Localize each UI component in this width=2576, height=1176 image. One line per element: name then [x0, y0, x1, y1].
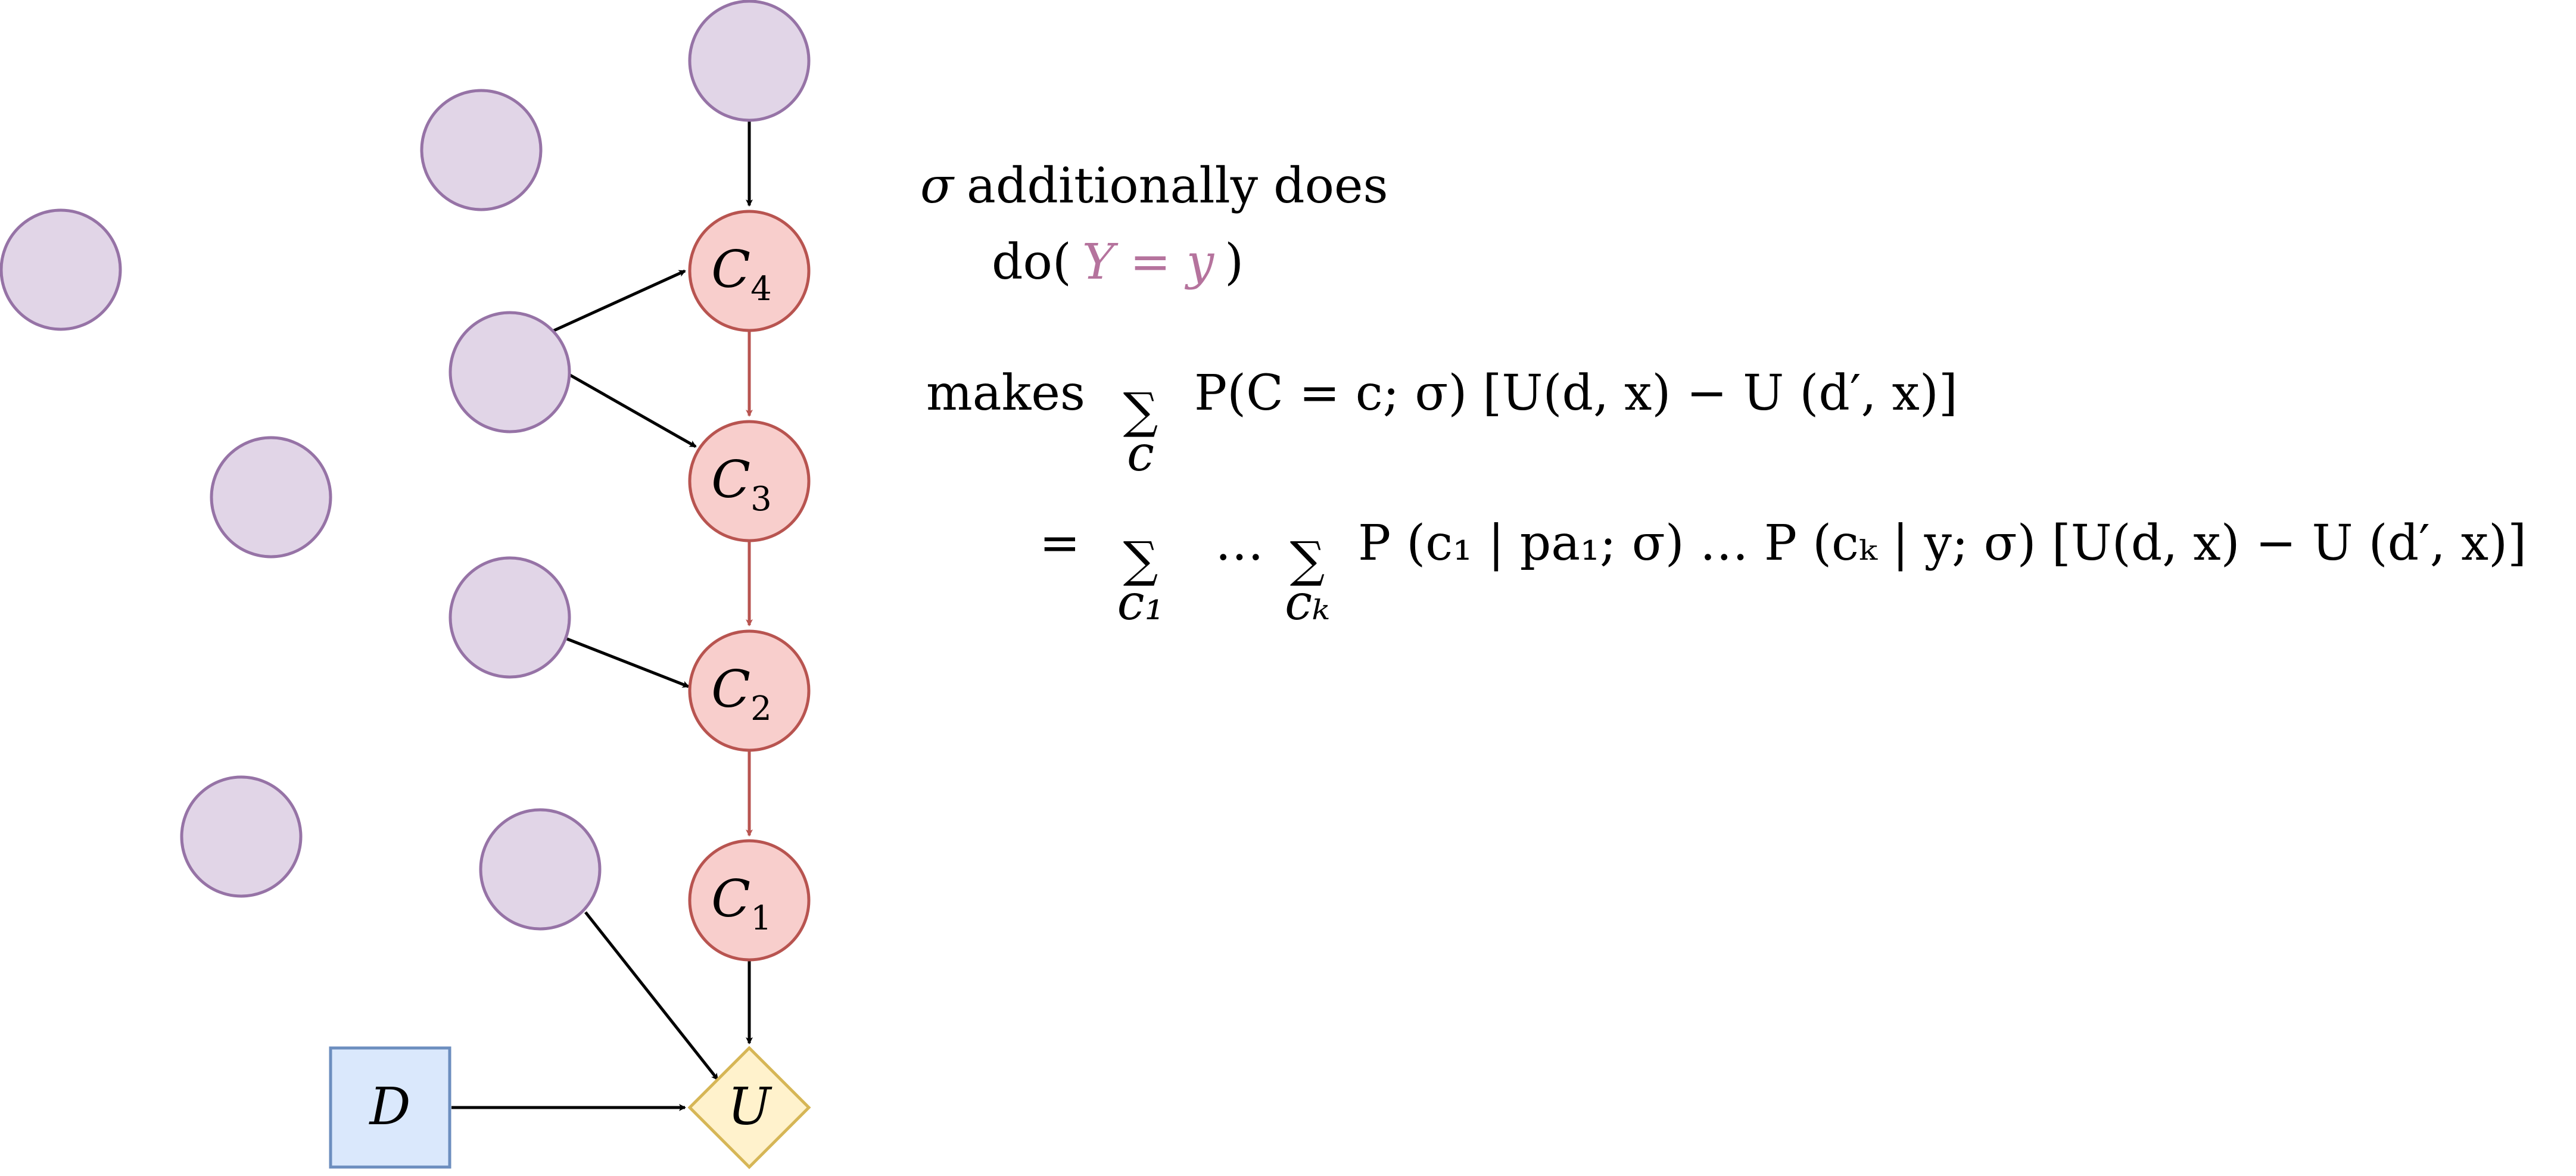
context-node-lower-left [180, 775, 303, 898]
node-c2: C2 [688, 629, 811, 752]
equation-line2-body: P (c₁ | pa₁; σ) … P (cₖ | y; σ) [U(d, x)… [1358, 515, 2527, 572]
sum-sign-2: ∑ [1123, 532, 1158, 588]
edge-context-to-c2 [566, 637, 690, 688]
svg-text:C1: C1 [711, 869, 771, 938]
svg-text:C2: C2 [711, 660, 771, 728]
edges [451, 120, 753, 1111]
node-c4: C4 [688, 210, 811, 332]
context-node-left-middle [210, 436, 332, 559]
context-node-parent-c2 [448, 556, 571, 679]
decision-node: D [329, 1046, 451, 1169]
edge-context-to-utility [584, 911, 719, 1081]
equation-line1-body: P(C = c; σ) [U(d, x) − U (d′, x)] [1194, 365, 1958, 422]
edge-context-to-c4 [552, 269, 686, 333]
context-node-parent-c4-c3 [448, 311, 571, 433]
sum-index-3: cₖ [1285, 575, 1330, 631]
svg-text:D: D [369, 1077, 411, 1137]
makes-word: makes [926, 365, 1085, 422]
sum-dots: … [1215, 515, 1264, 572]
equation-line2-equals: = [1039, 515, 1080, 572]
node-c1: C1 [688, 839, 811, 962]
node-c3: C3 [688, 420, 811, 542]
edge-context-to-c3 [566, 372, 697, 448]
sum-sign-3: ∑ [1290, 532, 1325, 588]
utility-node: U [687, 1046, 811, 1169]
annotation-do-line: do(Y = y) [992, 234, 1244, 291]
context-nodes [0, 0, 811, 931]
svg-text:C3: C3 [711, 450, 771, 519]
sum-sign-1: ∑ [1123, 383, 1158, 439]
chain-nodes: C4 C3 C2 C1 [688, 210, 811, 962]
sum-index-1: c [1127, 426, 1154, 482]
context-node-far-left [0, 208, 122, 331]
svg-text:C4: C4 [711, 240, 771, 308]
context-node-upper-middle [420, 89, 543, 211]
context-node-top [688, 0, 811, 122]
svg-text:U: U [728, 1077, 773, 1137]
context-node-parent-utility [479, 808, 602, 931]
sum-index-2: c₁ [1117, 575, 1164, 631]
